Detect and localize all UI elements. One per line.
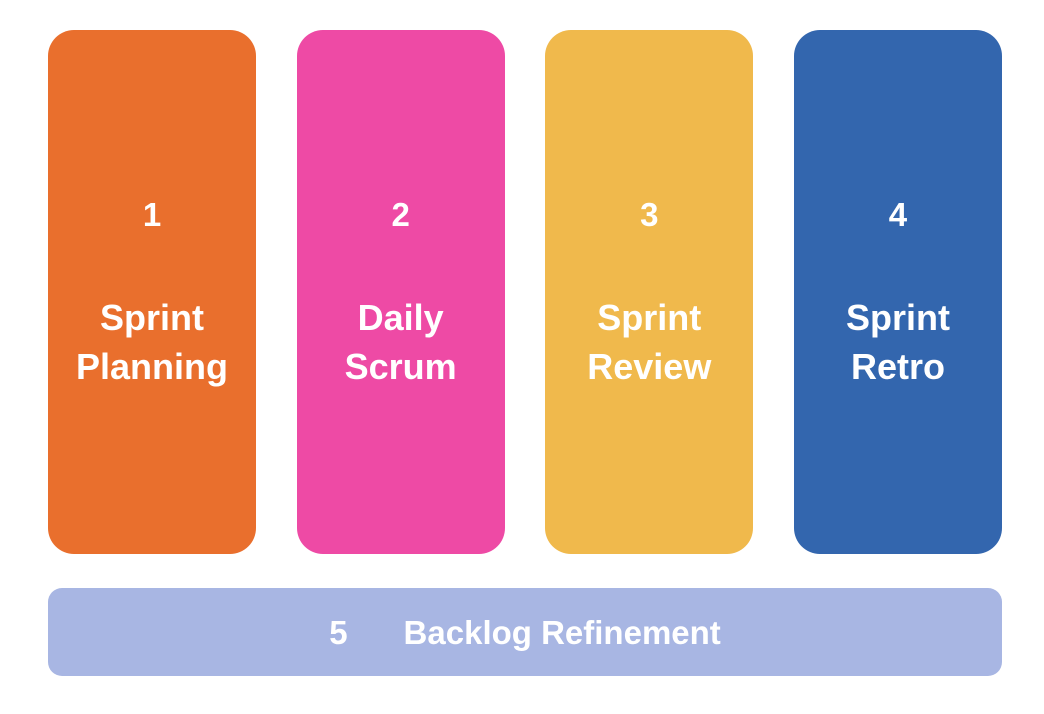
phase-label: Sprint Review (587, 297, 712, 388)
phase-label: Sprint Retro (845, 297, 950, 388)
backlog-refinement-number: 5 (329, 613, 348, 651)
phase-label: Sprint Planning (76, 297, 228, 388)
phase-label: Daily Scrum (344, 297, 457, 388)
backlog-refinement-bar[interactable]: 5 Backlog Refinement (48, 588, 1002, 676)
phase-card-sprint-review[interactable]: 3 Sprint Review (545, 30, 754, 554)
phase-number: 4 (888, 196, 908, 233)
phase-card-sprint-planning[interactable]: 1 Sprint Planning (48, 30, 256, 554)
phase-card-daily-scrum[interactable]: 2 Daily Scrum (296, 30, 505, 554)
phase-card-row: 1 Sprint Planning 2 Daily Scrum 3 Sprint… (48, 30, 1002, 554)
phase-card-sprint-retro[interactable]: 4 Sprint Retro (793, 30, 1002, 554)
phase-number: 2 (391, 196, 410, 233)
phase-number: 1 (142, 196, 162, 233)
backlog-refinement-label: Backlog Refinement (403, 613, 721, 651)
phase-number: 3 (640, 196, 659, 233)
